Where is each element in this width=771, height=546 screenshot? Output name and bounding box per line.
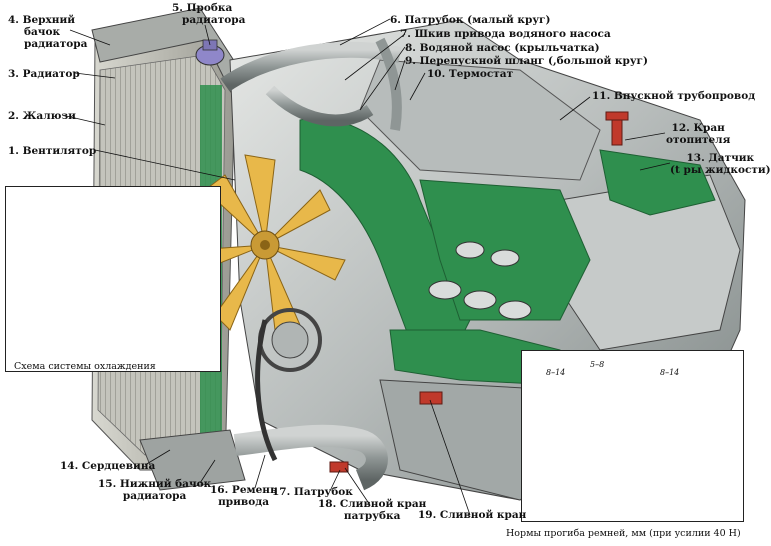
belt-mark-center: 5–8 — [590, 360, 605, 369]
label-shutters: 2. Жалюзи — [8, 110, 76, 122]
label-intake-manifold: 11. Впускной трубопровод — [592, 90, 756, 102]
label-pipe-drain-tap: 18. Сливной кран патрубка — [318, 498, 427, 522]
belt-caption: Нормы прогиба ремней, мм (при усилии 40 … — [506, 528, 741, 539]
label-heater-tap: 12. Кран отопителя — [666, 122, 731, 146]
label-thermostat: 10. Термостат — [427, 68, 514, 80]
cooling-system-diagram: Схема системы охлаждения Нормы прогиба р… — [5, 2, 771, 539]
label-small-circle-pipe: 6. Патрубок (малый круг) — [390, 14, 551, 26]
belt-mark-right: 8–14 — [660, 368, 680, 377]
label-pipe: 17. Патрубок — [272, 486, 353, 498]
label-core: 14. Сердцевина — [60, 460, 156, 472]
label-temp-sensor: 13. Датчик (t ры жидкости) — [670, 152, 771, 176]
label-bypass-hose: 9. Перепускной шланг (,большой круг) — [405, 55, 648, 67]
label-pump-pulley: 7. Шкив привода водяного насоса — [400, 28, 611, 40]
schema-caption: Схема системы охлаждения — [14, 361, 156, 372]
pulley-belt — [255, 308, 322, 462]
label-lower-tank: 15. Нижний бачок радиатора — [98, 478, 212, 502]
label-fan: 1. Вентилятор — [8, 145, 97, 157]
belt-mark-left: 8–14 — [546, 368, 566, 377]
label-drain-tap: 19. Сливной кран — [418, 509, 527, 521]
label-drive-belt: 16. Ремень привода — [210, 484, 278, 508]
label-radiator: 3. Радиатор — [8, 68, 80, 80]
label-upper-tank: 4. Верхний бачок радиатора — [8, 14, 88, 50]
label-water-pump: 8. Водяной насос (крыльчатка) — [405, 42, 600, 54]
label-radiator-cap: 5. Пробка радиатора — [172, 2, 246, 26]
belt-inset — [521, 350, 744, 522]
hoses — [220, 37, 629, 491]
leader-lines — [61, 18, 671, 516]
schema-inset — [5, 186, 221, 372]
